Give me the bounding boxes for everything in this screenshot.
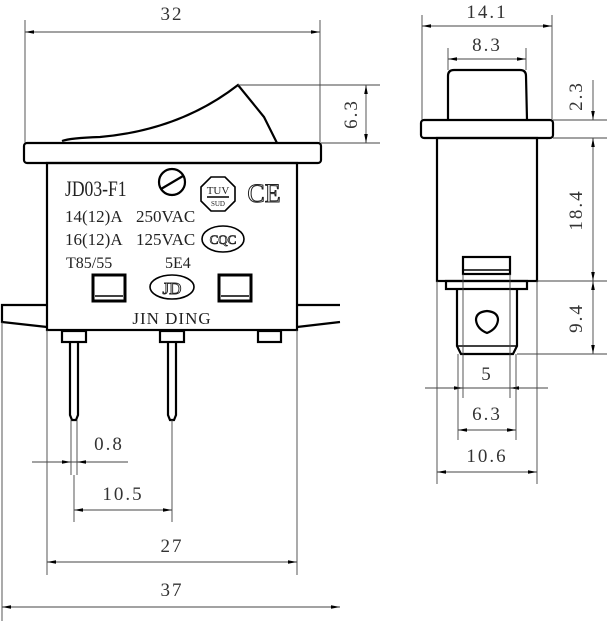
flange — [22, 141, 323, 165]
rating-1: 14(12)A — [65, 207, 123, 226]
pin-base-2 — [158, 329, 186, 344]
terminal-hole — [474, 309, 500, 335]
svg-text:JD: JD — [163, 279, 182, 298]
right-wing — [296, 303, 341, 329]
left-window — [91, 273, 127, 303]
ce-mark-icon: CE — [247, 179, 281, 209]
svg-text:TUV: TUV — [207, 185, 230, 197]
right-window — [217, 273, 253, 303]
front-dimensions: 32 6.3 0.8 10.5 27 37 — [1, 4, 380, 621]
side-flange — [419, 118, 555, 140]
dim-overall-width: 37 — [161, 580, 184, 601]
dim-flange-width: 14.1 — [466, 2, 507, 23]
dim-body-height: 18.4 — [566, 189, 587, 230]
cqc-mark-icon: CQC — [201, 225, 245, 253]
model-label: JD03-F1 — [65, 177, 127, 201]
dim-terminal-inner: 5 — [481, 364, 493, 385]
side-dimensions: 14.1 8.3 2.3 18.4 9.4 5 6.3 10.6 — [421, 2, 607, 484]
side-body — [435, 136, 539, 283]
button — [446, 68, 529, 121]
screw-icon — [157, 167, 187, 197]
svg-text:CQC: CQC — [210, 232, 237, 247]
terminal — [455, 289, 519, 356]
tuv-mark-icon: TUV SUD — [200, 176, 236, 212]
svg-text:SUD: SUD — [211, 200, 225, 208]
dim-width-top: 32 — [161, 4, 184, 25]
dim-terminal-height: 9.4 — [566, 303, 587, 333]
svg-text:CE: CE — [247, 179, 280, 208]
dim-pin-spacing: 10.5 — [102, 484, 143, 505]
pin-base-3 — [256, 329, 283, 344]
cycle-rating: 5E4 — [165, 255, 191, 272]
front-view: JD03-F1 14(12)A 250VAC 16(12)A 125VAC T8… — [0, 83, 341, 422]
terminal-base — [444, 279, 529, 291]
pin-2 — [166, 342, 178, 422]
temp-rating: T85/55 — [66, 255, 112, 272]
dim-button-width: 8.3 — [472, 35, 502, 56]
rating-2: 16(12)A — [65, 230, 123, 249]
dim-rocker-height: 6.3 — [341, 99, 362, 129]
pin-1 — [68, 342, 80, 422]
brand-label: JIN DING — [132, 309, 211, 328]
voltage-1: 250VAC — [136, 207, 195, 226]
left-wing — [0, 303, 48, 329]
dim-side-body-width: 10.6 — [466, 446, 507, 467]
side-view — [419, 68, 555, 356]
dim-pin-width: 0.8 — [94, 434, 124, 455]
dim-body-width: 27 — [161, 536, 184, 557]
rocker — [61, 83, 278, 144]
voltage-2: 125VAC — [136, 230, 195, 249]
side-tab — [461, 255, 512, 276]
pin-base-1 — [60, 329, 88, 344]
jd-logo-icon: JD — [149, 274, 195, 300]
dim-button-height: 2.3 — [566, 81, 587, 111]
dim-terminal-width: 6.3 — [472, 404, 502, 425]
